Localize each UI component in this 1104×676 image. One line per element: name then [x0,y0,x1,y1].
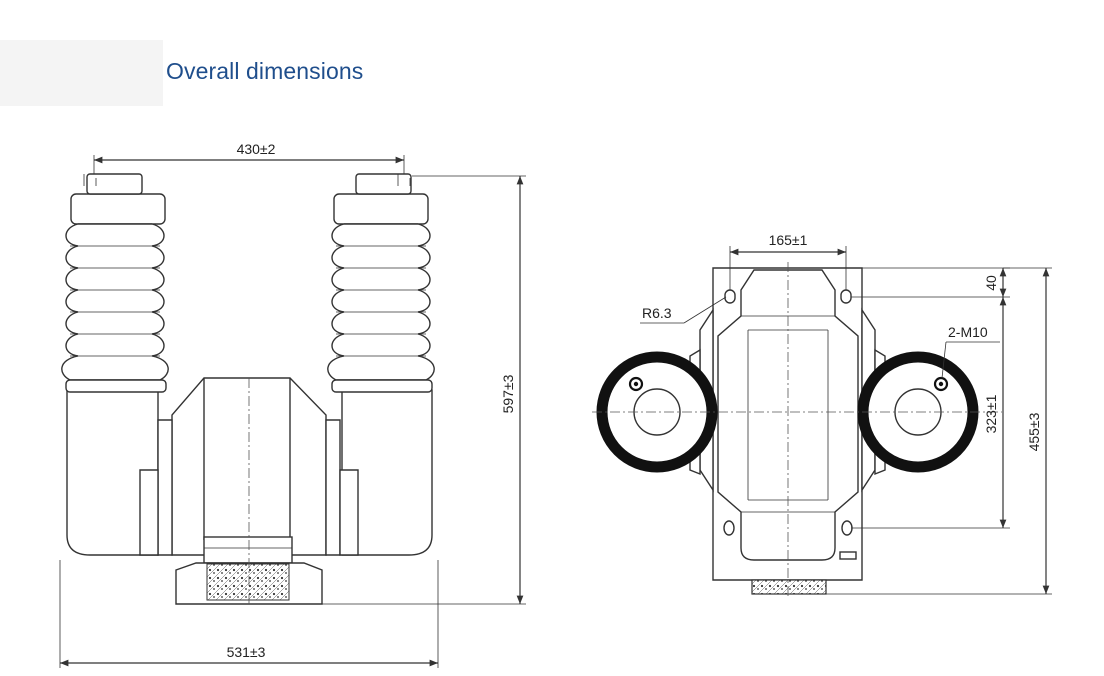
dim-terminal-spacing: 430±2 [237,141,276,157]
left-shed-stack [61,173,169,393]
title-background [0,40,163,106]
right-shed-stack [327,173,435,393]
dim-top-offset: 40 [983,275,999,291]
dim-base-width: 531±3 [227,644,266,660]
dim-front-height: 597±3 [500,374,516,413]
right-tank [341,389,433,556]
dim-inner-width: 165±1 [769,232,808,248]
left-ring [596,351,718,473]
left-tank [66,389,159,556]
dim-slot-radius: R6.3 [642,305,672,321]
side-view: 165±1 R6.3 2-M10 40 323±1 455±3 [592,232,1052,598]
front-view: 430±2 531±3 597±3 [59,141,526,668]
secondary-box [203,536,293,564]
dim-side-height: 455±3 [1026,412,1042,451]
page-title: Overall dimensions [166,58,364,84]
dim-hole-spacing: 323±1 [983,394,999,433]
dim-mounting-thread: 2-M10 [948,324,988,340]
